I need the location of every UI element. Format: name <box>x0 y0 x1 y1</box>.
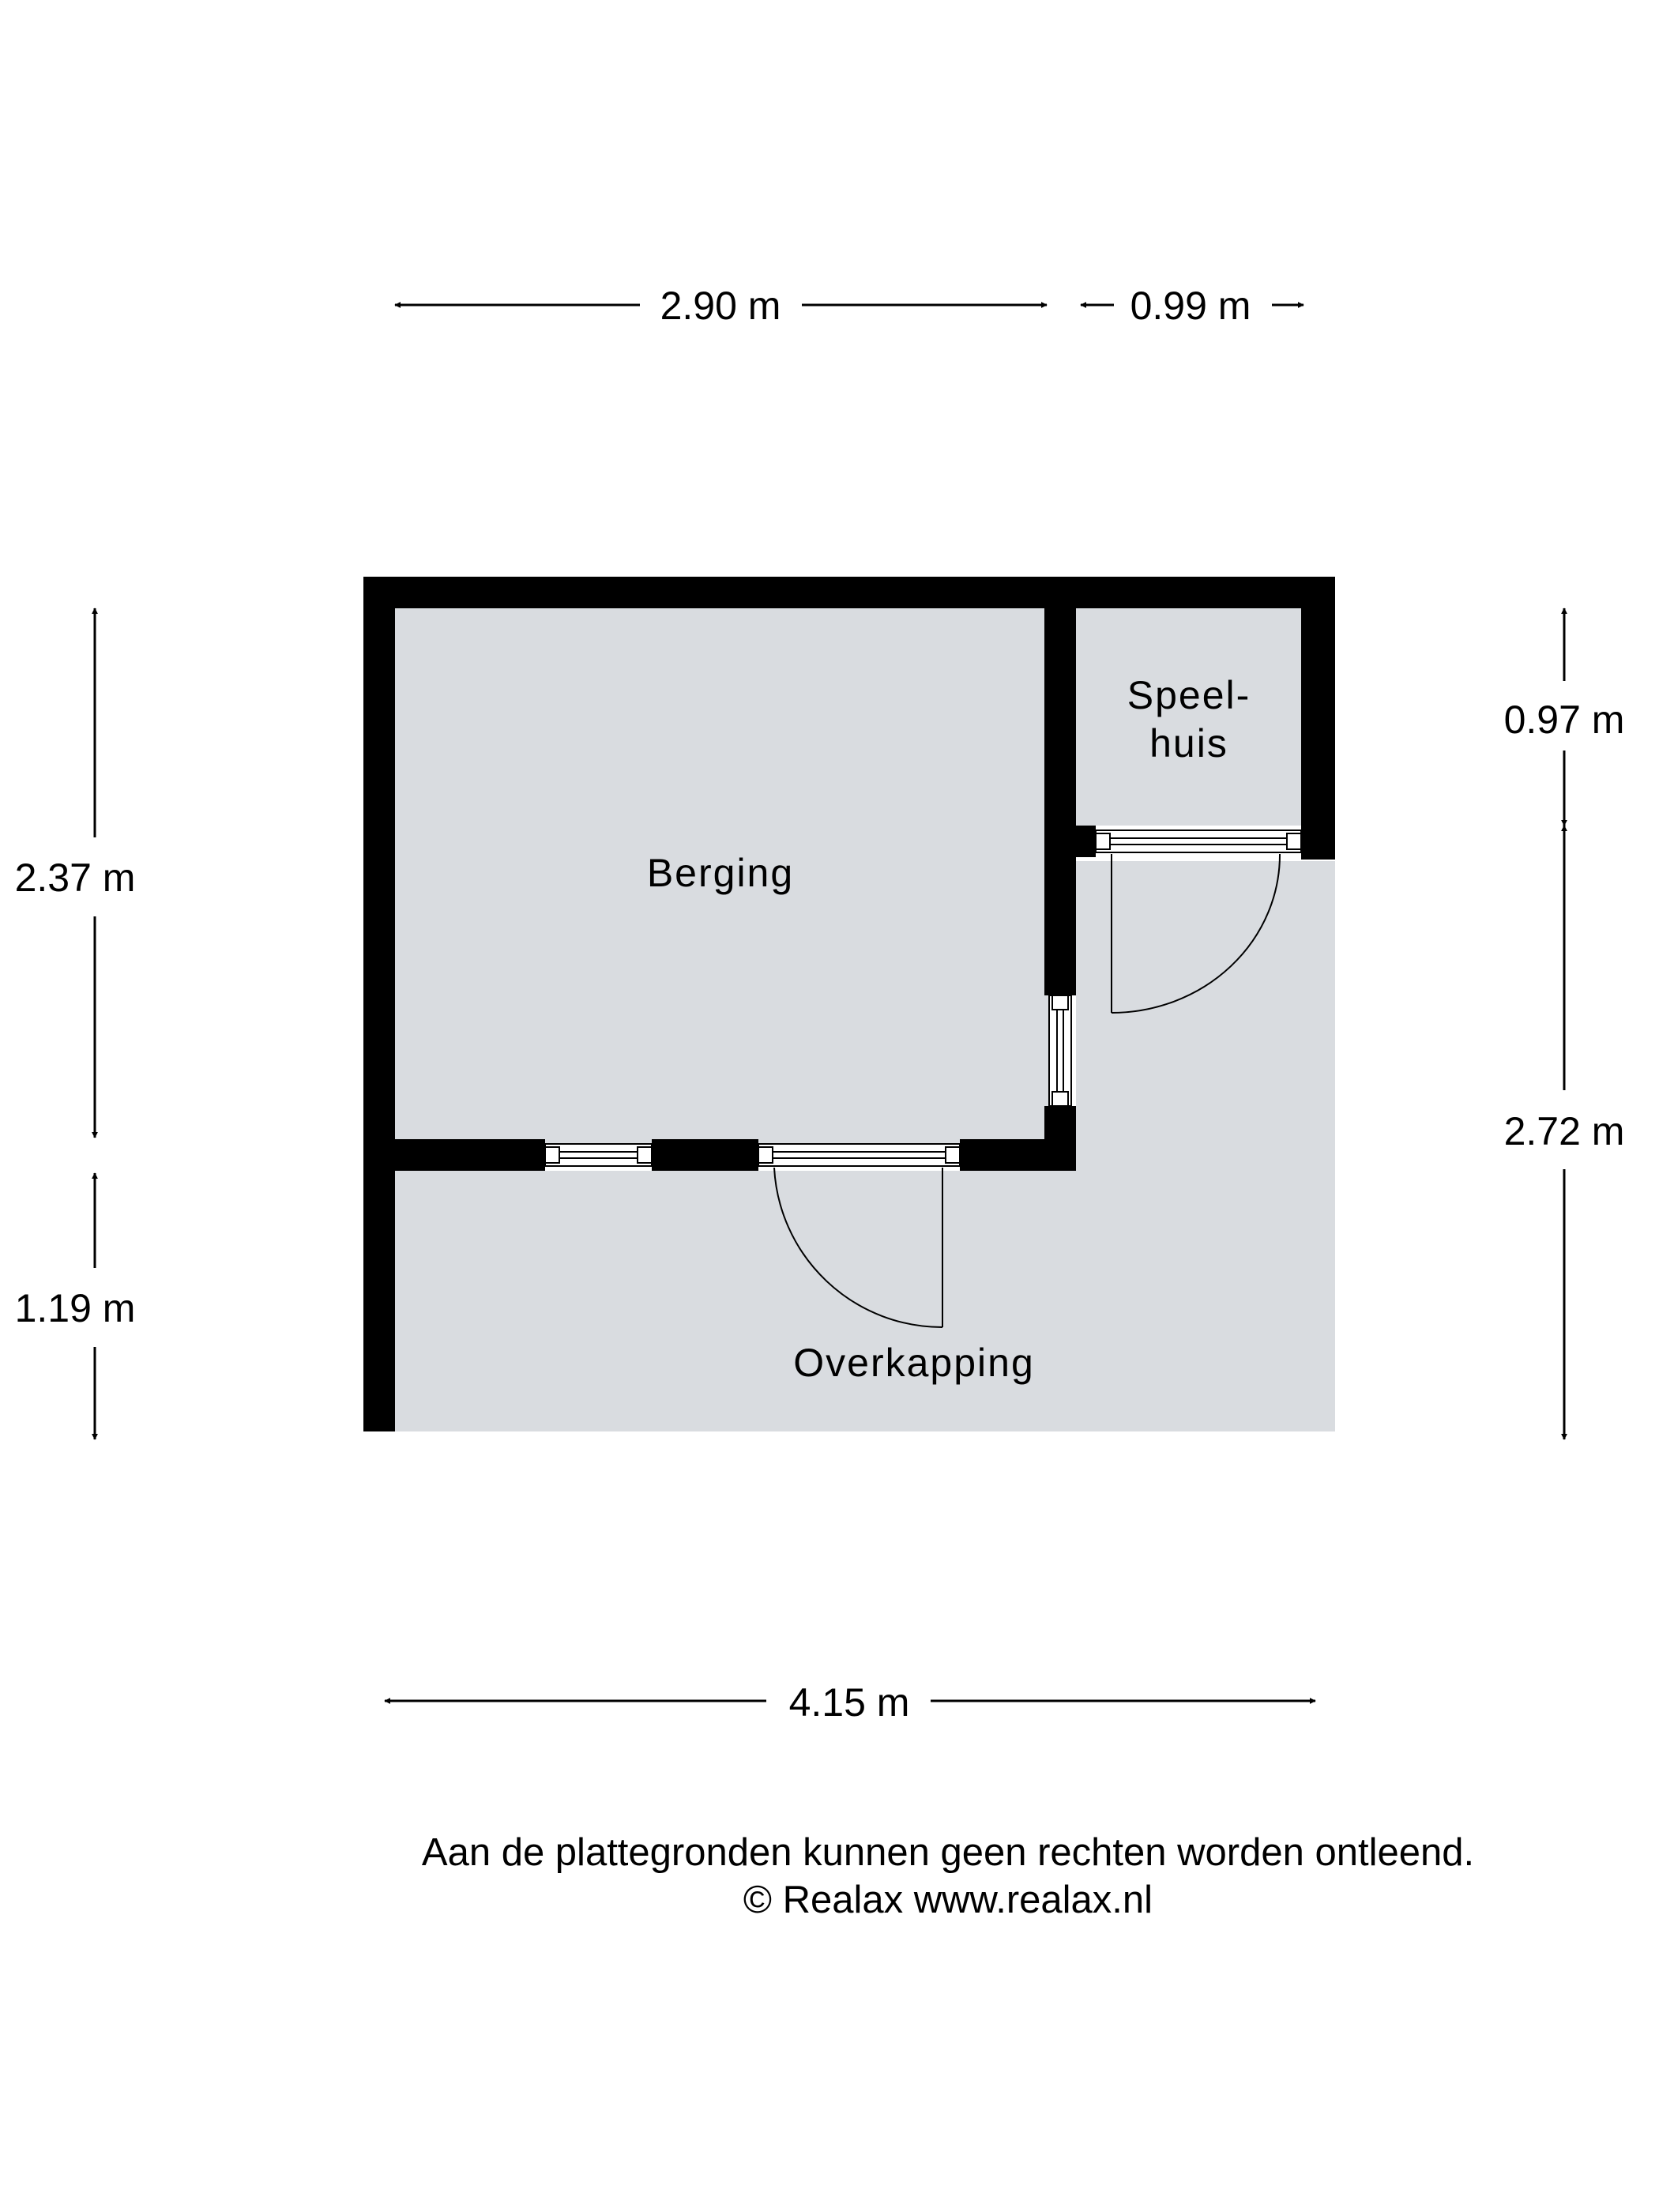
dimension-label-right-lower: 2.72 m <box>1504 1109 1625 1153</box>
footer-copyright: © Realax www.realax.nl <box>743 1879 1153 1921</box>
dimension-top-left: 2.90 m <box>394 284 1048 328</box>
overkapping-floor <box>395 861 1335 1431</box>
dimension-right-lower: 2.72 m <box>1504 825 1625 1440</box>
wall-bottom-2 <box>652 1139 758 1171</box>
door-berging <box>758 1143 961 1329</box>
window-middle-wall <box>1048 995 1072 1107</box>
speelhuis-floor <box>1076 608 1301 826</box>
wall-bottom-3 <box>960 1139 1076 1171</box>
dimension-label-bottom: 4.15 m <box>789 1680 910 1725</box>
dimension-label-top-left: 2.90 m <box>660 284 781 328</box>
wall-bottom-1 <box>395 1139 545 1171</box>
window-bottom <box>544 1143 653 1167</box>
wall-middle-upper <box>1044 608 1076 995</box>
wall-top <box>363 577 1335 608</box>
dimension-label-top-right: 0.99 m <box>1130 284 1251 328</box>
dimension-right-upper: 0.97 m <box>1504 608 1625 826</box>
room-label-overkapping: Overkapping <box>793 1341 1035 1385</box>
footer-disclaimer: Aan de plattegronden kunnen geen rechten… <box>421 1831 1475 1874</box>
wall-right-speelhuis <box>1301 577 1335 860</box>
dimension-label-left-lower: 1.19 m <box>15 1286 136 1330</box>
dimension-bottom: 4.15 m <box>384 1680 1316 1725</box>
berging-floor <box>395 608 1051 1146</box>
walls <box>363 577 1335 1431</box>
room-label-speelhuis-line1: Speel- <box>1127 673 1251 717</box>
dimension-label-left-upper: 2.37 m <box>15 856 136 900</box>
wall-left <box>363 577 395 1431</box>
room-label-berging: Berging <box>647 851 794 895</box>
room-label-speelhuis-line2: huis <box>1149 721 1228 766</box>
floor-fills <box>395 608 1335 1431</box>
dimension-top-right: 0.99 m <box>1080 284 1304 328</box>
dimension-left-lower: 1.19 m <box>15 1172 136 1440</box>
dimension-left-upper: 2.37 m <box>15 608 136 1138</box>
wall-speelhuis-bottom-left <box>1076 826 1096 857</box>
door-speelhuis <box>1095 830 1302 1014</box>
footer: Aan de plattegronden kunnen geen rechten… <box>0 1829 1659 1924</box>
dimension-label-right-upper: 0.97 m <box>1504 698 1625 742</box>
